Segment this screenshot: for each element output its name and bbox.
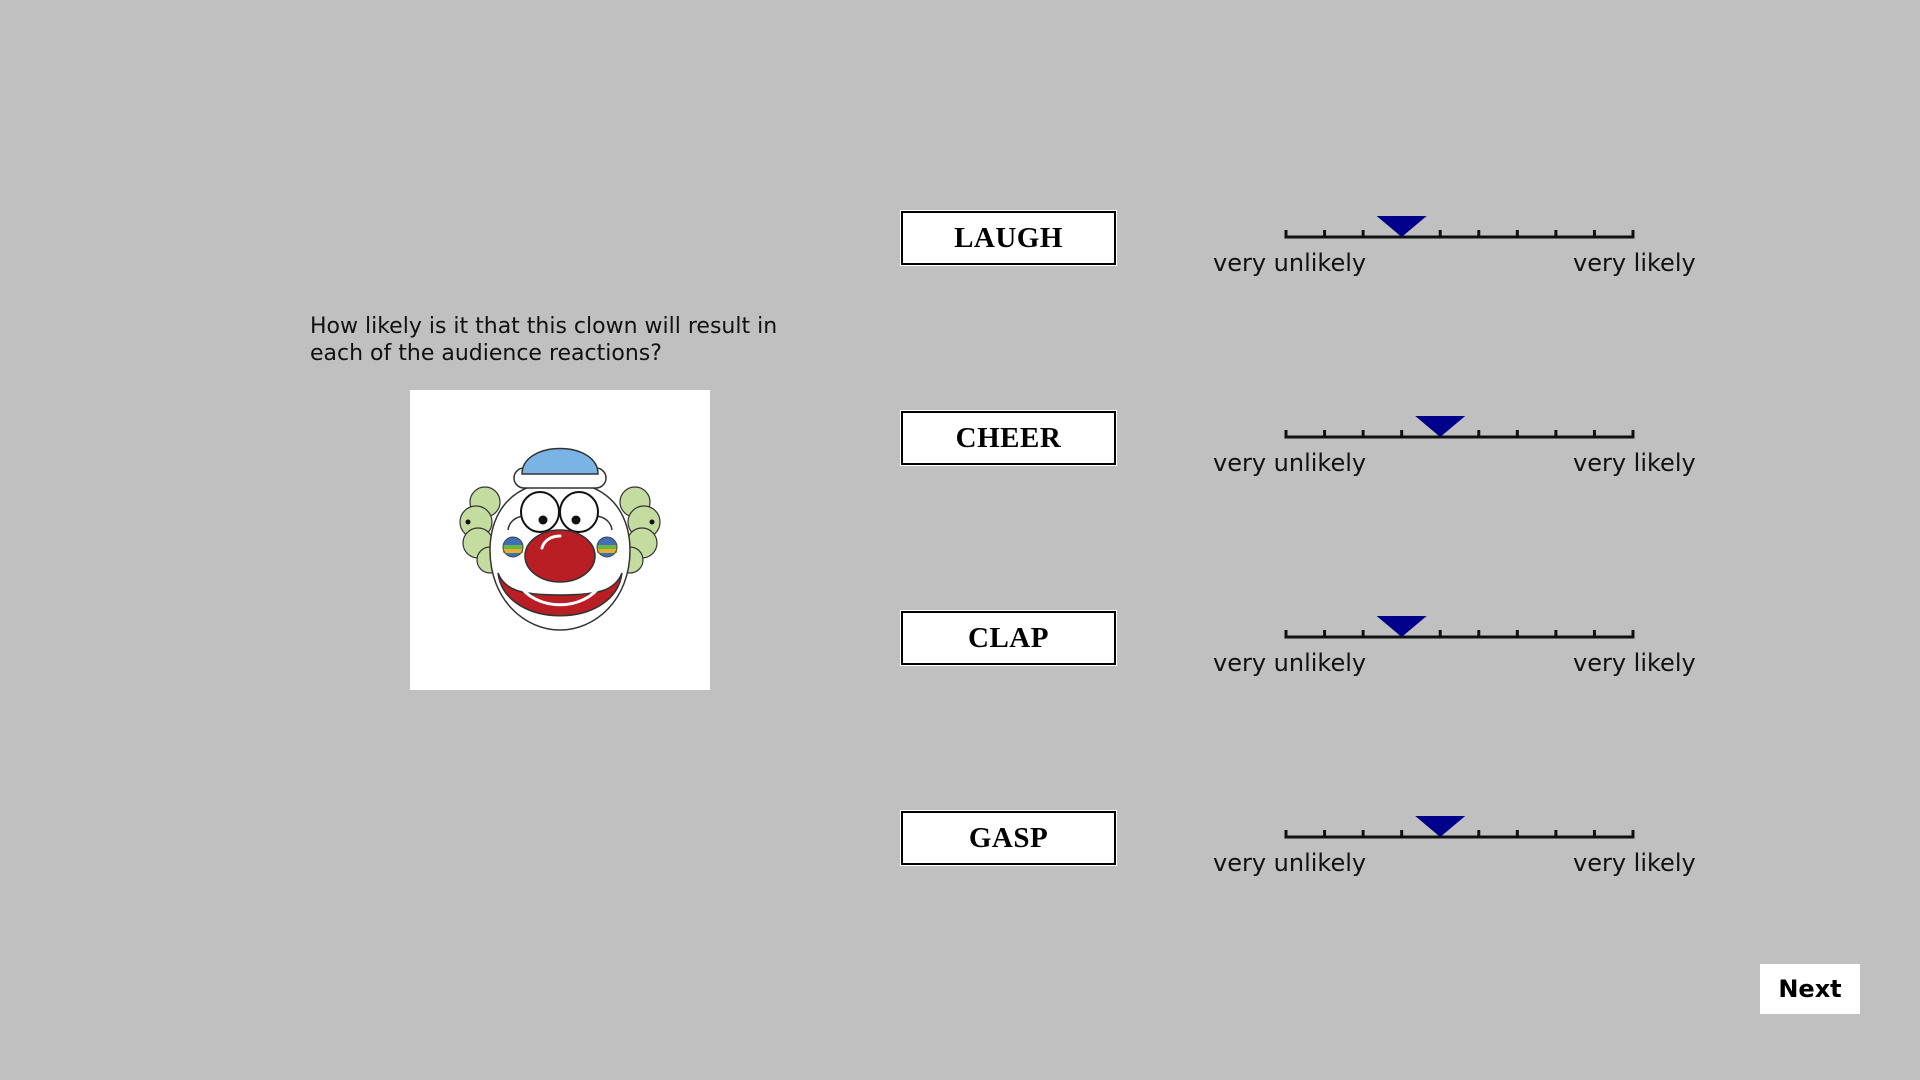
slider-track[interactable] <box>1200 212 1700 252</box>
slider-marker[interactable] <box>1415 416 1466 437</box>
reaction-box-cheer: CHEER <box>900 410 1117 466</box>
reaction-box-gasp: GASP <box>900 810 1117 866</box>
slider-max-label: very likely <box>1573 249 1696 277</box>
reaction-box-clap: CLAP <box>900 610 1117 666</box>
likelihood-slider-laugh[interactable]: very unlikely very likely <box>1200 212 1700 282</box>
slider-min-label: very unlikely <box>1213 449 1367 477</box>
slider-marker[interactable] <box>1415 816 1466 837</box>
slider-min-label: very unlikely <box>1213 849 1367 877</box>
slider-max-label: very likely <box>1573 649 1696 677</box>
slider-marker[interactable] <box>1376 616 1427 637</box>
next-button[interactable]: Next <box>1760 964 1860 1014</box>
reaction-box-laugh: LAUGH <box>900 210 1117 266</box>
likelihood-slider-gasp[interactable]: very unlikely very likely <box>1200 812 1700 882</box>
likelihood-slider-clap[interactable]: very unlikely very likely <box>1200 612 1700 682</box>
clown-image <box>410 390 710 690</box>
slider-track[interactable] <box>1200 612 1700 652</box>
slider-min-label: very unlikely <box>1213 649 1367 677</box>
slider-max-label: very likely <box>1573 849 1696 877</box>
slider-track[interactable] <box>1200 812 1700 852</box>
clown-face-icon <box>459 447 661 631</box>
slider-max-label: very likely <box>1573 449 1696 477</box>
question-line-1: How likely is it that this clown will re… <box>310 314 778 339</box>
slider-min-label: very unlikely <box>1213 249 1367 277</box>
slider-track[interactable] <box>1200 412 1700 452</box>
question-text: How likely is it that this clown will re… <box>310 313 790 367</box>
question-line-2: each of the audience reactions? <box>310 341 662 366</box>
slider-marker[interactable] <box>1376 216 1427 237</box>
likelihood-slider-cheer[interactable]: very unlikely very likely <box>1200 412 1700 482</box>
